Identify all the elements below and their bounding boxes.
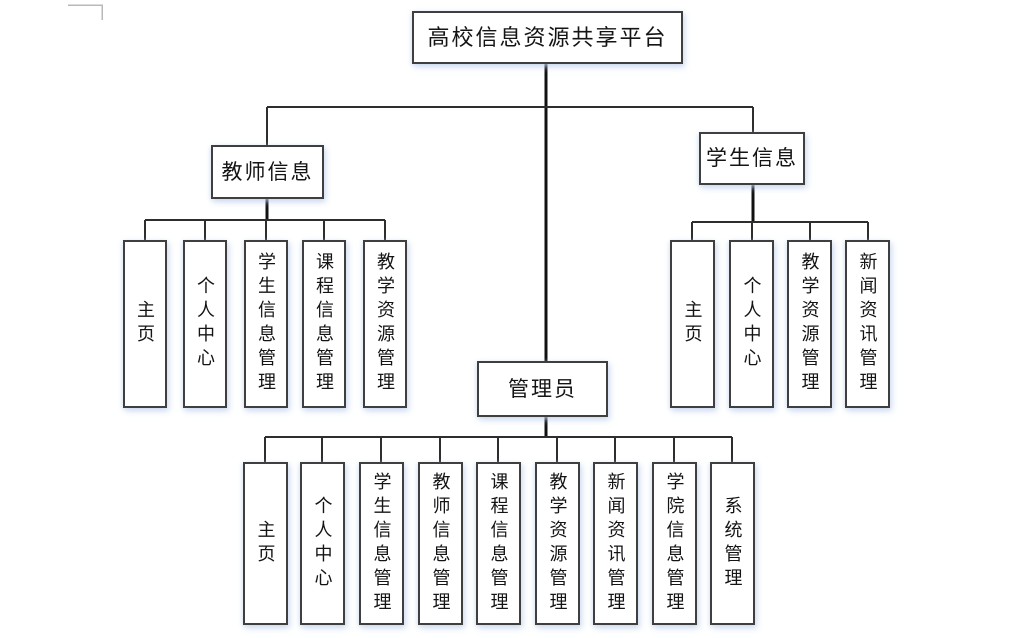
node-teacher-course-info-mgmt-label: 课程信息管理 <box>314 252 334 396</box>
node-admin-teaching-resource-mgmt: 教学资源管理 <box>535 462 580 625</box>
node-admin-course-info-mgmt: 课程信息管理 <box>476 462 521 625</box>
node-root-label: 高校信息资源共享平台 <box>427 24 668 50</box>
node-admin-teacher-info-mgmt: 教师信息管理 <box>418 462 463 625</box>
node-teacher-student-info-mgmt-label: 学生信息管理 <box>256 252 276 396</box>
node-teacher-label: 教师信息 <box>221 159 314 184</box>
node-admin-system-mgmt-label: 系统管理 <box>722 495 743 592</box>
node-admin-label: 管理员 <box>508 376 577 401</box>
node-admin-system-mgmt: 系统管理 <box>710 462 755 625</box>
node-student-news-mgmt: 新闻资讯管理 <box>845 240 890 408</box>
node-student-home-label: 主页 <box>682 300 703 348</box>
node-student-news-mgmt-label: 新闻资讯管理 <box>857 252 878 396</box>
node-student-personal-center-label: 个人中心 <box>741 276 762 372</box>
node-teacher-student-info-mgmt: 学生信息管理 <box>244 240 288 408</box>
node-admin-student-info-mgmt: 学生信息管理 <box>359 462 404 625</box>
node-teacher: 教师信息 <box>211 145 324 199</box>
node-admin-teacher-info-mgmt-label: 教师信息管理 <box>430 471 451 616</box>
node-teacher-course-info-mgmt: 课程信息管理 <box>302 240 346 408</box>
node-admin-personal-center: 个人中心 <box>300 462 345 625</box>
node-teacher-personal-center: 个人中心 <box>183 240 227 408</box>
node-admin-home: 主页 <box>243 462 288 625</box>
node-teacher-home: 主页 <box>123 240 167 408</box>
node-teacher-teaching-resource-mgmt-label: 教学资源管理 <box>375 252 395 396</box>
node-admin-college-info-mgmt: 学院信息管理 <box>652 462 697 625</box>
node-admin-personal-center-label: 个人中心 <box>312 495 333 592</box>
node-admin-college-info-mgmt-label: 学院信息管理 <box>664 471 685 616</box>
node-student-home: 主页 <box>670 240 715 408</box>
node-admin-course-info-mgmt-label: 课程信息管理 <box>488 471 509 616</box>
node-admin-home-label: 主页 <box>255 519 276 568</box>
node-student-personal-center: 个人中心 <box>729 240 774 408</box>
node-admin-teaching-resource-mgmt-label: 教学资源管理 <box>547 471 568 616</box>
node-student: 学生信息 <box>699 132 805 185</box>
node-root: 高校信息资源共享平台 <box>412 11 683 64</box>
node-admin-student-info-mgmt-label: 学生信息管理 <box>371 471 392 616</box>
node-student-teaching-resource-mgmt: 教学资源管理 <box>787 240 832 408</box>
node-admin-news-mgmt: 新闻资讯管理 <box>593 462 638 625</box>
node-admin-news-mgmt-label: 新闻资讯管理 <box>605 471 626 616</box>
node-teacher-home-label: 主页 <box>135 300 155 348</box>
node-student-teaching-resource-mgmt-label: 教学资源管理 <box>799 252 820 396</box>
node-admin: 管理员 <box>477 361 608 417</box>
node-teacher-personal-center-label: 个人中心 <box>195 276 215 372</box>
node-student-label: 学生信息 <box>706 146 798 170</box>
page-border-fragment <box>68 4 103 20</box>
node-teacher-teaching-resource-mgmt: 教学资源管理 <box>363 240 407 408</box>
